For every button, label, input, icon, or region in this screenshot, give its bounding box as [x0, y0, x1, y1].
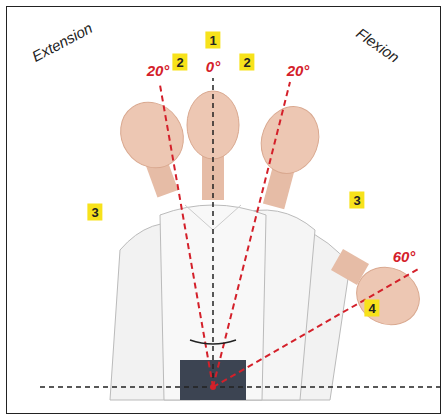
angle-arc [190, 340, 236, 344]
pivot-point [210, 384, 216, 390]
angle-label: 60° [393, 248, 416, 265]
callout-number: 2 [239, 54, 254, 71]
motion-label: Flexion [353, 24, 402, 66]
callout-number: 3 [349, 192, 364, 209]
flexion60-line [213, 268, 420, 387]
angle-label: 20° [287, 62, 310, 79]
angle-label: 0° [206, 58, 220, 75]
neutral-figure [160, 91, 266, 400]
vertical-reference [212, 78, 214, 387]
callout-number: 1 [205, 32, 220, 49]
extension-line [160, 85, 213, 387]
callout-number: 3 [87, 204, 102, 221]
horizontal-reference [40, 386, 440, 388]
angle-label: 20° [147, 62, 170, 79]
callout-number: 2 [172, 54, 187, 71]
callout-number: 4 [364, 300, 379, 317]
frame [7, 7, 441, 414]
motion-label: Extension [29, 19, 95, 65]
flexion20-line [213, 82, 290, 387]
